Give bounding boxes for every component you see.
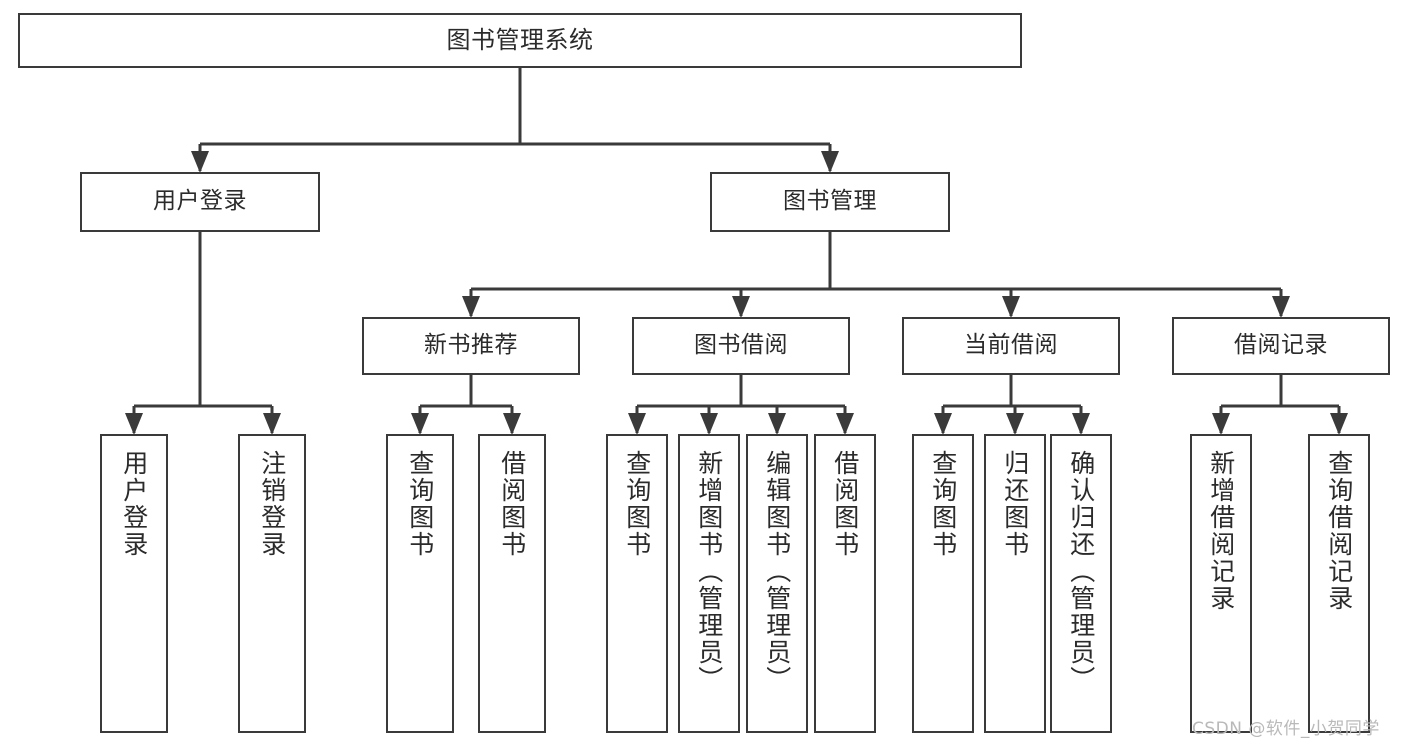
leaf-edit-book-admin[interactable]: 编辑图书（管理员）	[746, 434, 808, 733]
node-label: 注销登录	[257, 450, 287, 558]
node-new-book-recommend[interactable]: 新书推荐	[362, 317, 580, 375]
csdn-watermark: CSDN @软件_小贺同学	[1192, 719, 1380, 739]
node-label: 图书管理系统	[446, 26, 594, 55]
node-label: 查询图书	[622, 450, 652, 558]
node-root[interactable]: 图书管理系统	[18, 13, 1022, 68]
leaf-query-book[interactable]: 查询图书	[606, 434, 668, 733]
node-label: 查询图书	[928, 450, 958, 558]
node-borrow-record[interactable]: 借阅记录	[1172, 317, 1390, 375]
leaf-add-borrow-record[interactable]: 新增借阅记录	[1190, 434, 1252, 733]
node-user-login[interactable]: 用户登录	[80, 172, 320, 232]
node-label: 借阅记录	[1234, 332, 1328, 359]
node-label: 新增图书（管理员）	[694, 450, 724, 693]
node-label: 用户登录	[119, 450, 149, 558]
node-label: 新增借阅记录	[1206, 450, 1236, 612]
node-label: 图书管理	[783, 188, 877, 215]
node-label: 编辑图书（管理员）	[762, 450, 792, 693]
node-book-borrow[interactable]: 图书借阅	[632, 317, 850, 375]
node-label: 当前借阅	[964, 332, 1058, 359]
node-label: 图书借阅	[694, 332, 788, 359]
leaf-user-logout[interactable]: 注销登录	[238, 434, 306, 733]
node-label: 确认归还（管理员）	[1066, 450, 1096, 693]
leaf-user-login[interactable]: 用户登录	[100, 434, 168, 733]
node-label: 查询图书	[405, 450, 435, 558]
leaf-return-book[interactable]: 归还图书	[984, 434, 1046, 733]
leaf-query-book-recommend[interactable]: 查询图书	[386, 434, 454, 733]
node-label: 借阅图书	[497, 450, 527, 558]
node-label: 归还图书	[1000, 450, 1030, 558]
leaf-confirm-return-admin[interactable]: 确认归还（管理员）	[1050, 434, 1112, 733]
leaf-borrow-book[interactable]: 借阅图书	[814, 434, 876, 733]
node-label: 借阅图书	[830, 450, 860, 558]
leaf-query-borrow-record[interactable]: 查询借阅记录	[1308, 434, 1370, 733]
node-current-borrow[interactable]: 当前借阅	[902, 317, 1120, 375]
leaf-query-book-current[interactable]: 查询图书	[912, 434, 974, 733]
node-label: 新书推荐	[424, 332, 518, 359]
leaf-borrow-book-recommend[interactable]: 借阅图书	[478, 434, 546, 733]
node-label: 用户登录	[153, 188, 247, 215]
node-book-management[interactable]: 图书管理	[710, 172, 950, 232]
node-label: 查询借阅记录	[1324, 450, 1354, 612]
leaf-add-book-admin[interactable]: 新增图书（管理员）	[678, 434, 740, 733]
